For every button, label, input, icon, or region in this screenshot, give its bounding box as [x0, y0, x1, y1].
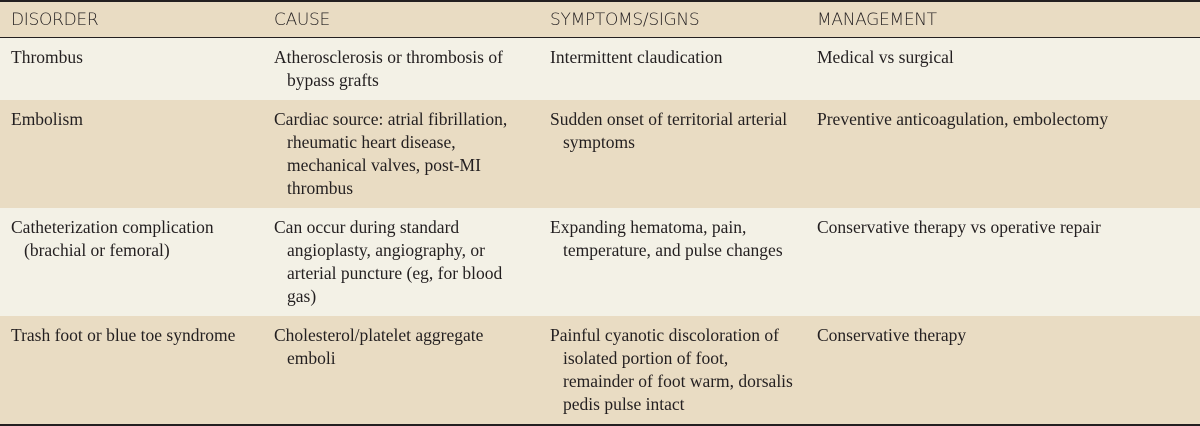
header-symptoms: SYMPTOMS/SIGNS	[539, 1, 806, 38]
header-disorder: DISORDER	[0, 1, 263, 38]
cell-text: Cholesterol/platelet aggregate emboli	[274, 325, 484, 368]
header-row: DISORDER CAUSE SYMPTOMS/SIGNS MANAGEMENT	[0, 1, 1200, 38]
management-cell: Medical vs surgical	[806, 37, 1200, 100]
cause-cell: Atherosclerosis or thrombosis of bypass …	[263, 37, 539, 100]
symptoms-cell: Intermittent claudication	[539, 37, 806, 100]
cause-cell: Cardiac source: atrial fibrillation, rhe…	[263, 100, 539, 208]
cell-text: Can occur during standard angioplasty, a…	[274, 217, 503, 306]
cell-text: Expanding hematoma, pain, temperature, a…	[550, 217, 783, 260]
cell-text: Atherosclerosis or thrombosis of bypass …	[274, 47, 503, 90]
management-cell: Conservative therapy vs operative repair	[806, 208, 1200, 316]
symptoms-cell: Expanding hematoma, pain, temperature, a…	[539, 208, 806, 316]
cell-text: Conservative therapy	[817, 325, 967, 345]
cell-text: Thrombus	[11, 47, 83, 67]
cell-text: Medical vs surgical	[817, 47, 954, 67]
cell-text: Conservative therapy vs operative repair	[817, 217, 1101, 237]
disorder-cell: Catheterization complication (brachial o…	[0, 208, 263, 316]
cell-text: Cardiac source: atrial fibrillation, rhe…	[274, 109, 508, 198]
cell-text: Intermittent claudication	[550, 47, 723, 67]
disorder-cell: Thrombus	[0, 37, 263, 100]
cause-cell: Can occur during standard angioplasty, a…	[263, 208, 539, 316]
management-cell: Conservative therapy	[806, 316, 1200, 425]
management-cell: Preventive anticoagulation, embolectomy	[806, 100, 1200, 208]
table-row: Embolism Cardiac source: atrial fibrilla…	[0, 100, 1200, 208]
cell-text: Preventive anticoagulation, embolectomy	[817, 109, 1109, 129]
cell-text: Sudden onset of territorial arterial sym…	[550, 109, 788, 152]
symptoms-cell: Sudden onset of territorial arterial sym…	[539, 100, 806, 208]
header-management: MANAGEMENT	[806, 1, 1200, 38]
header-cause: CAUSE	[263, 1, 539, 38]
table-row: Catheterization complication (brachial o…	[0, 208, 1200, 316]
cell-text: Painful cyanotic discoloration of isolat…	[550, 325, 793, 414]
cell-text: Trash foot or blue toe syndrome	[11, 325, 236, 345]
table-row: Trash foot or blue toe syndrome Choleste…	[0, 316, 1200, 425]
disorder-cell: Trash foot or blue toe syndrome	[0, 316, 263, 425]
cell-text: Catheterization complication (brachial o…	[11, 217, 214, 260]
cause-cell: Cholesterol/platelet aggregate emboli	[263, 316, 539, 425]
table-row: Thrombus Atherosclerosis or thrombosis o…	[0, 37, 1200, 100]
cell-text: Embolism	[11, 109, 83, 129]
symptoms-cell: Painful cyanotic discoloration of isolat…	[539, 316, 806, 425]
disorder-cell: Embolism	[0, 100, 263, 208]
